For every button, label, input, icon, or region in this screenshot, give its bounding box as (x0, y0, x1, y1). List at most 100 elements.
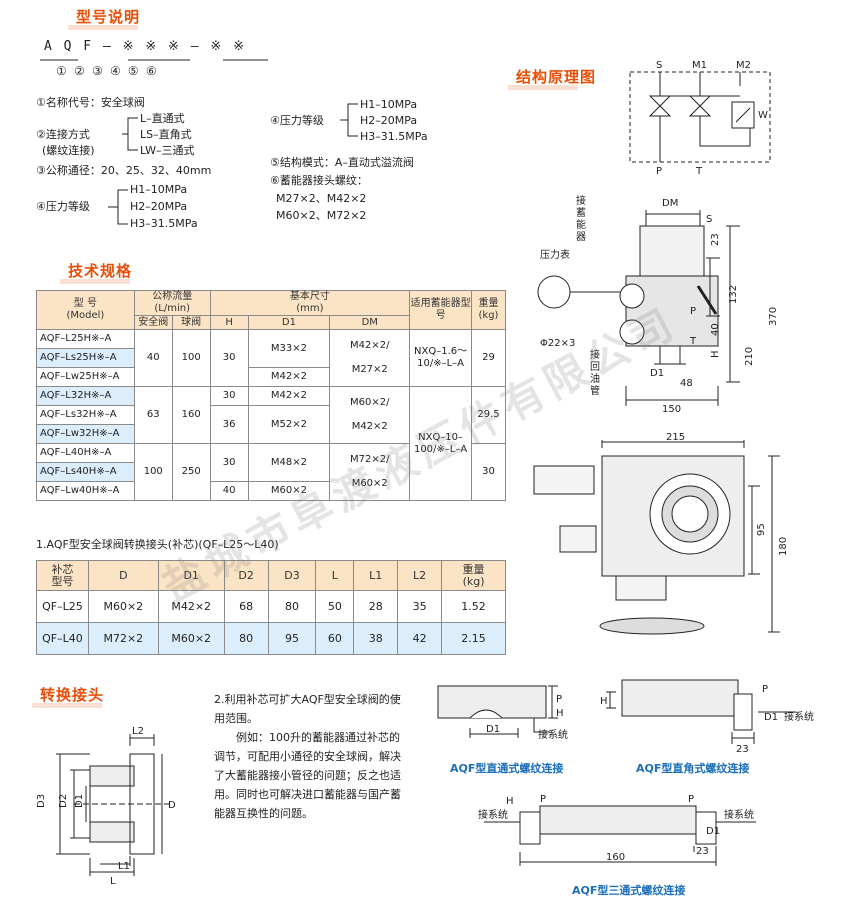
th-adapter-D: D (87, 560, 159, 591)
label-phi22: Φ22×3 (540, 338, 575, 349)
dim-D: D (168, 800, 176, 811)
label-P-straight: P (556, 694, 562, 705)
table-cell: M72×2/M60×2 (329, 443, 411, 501)
dim-180: 180 (778, 537, 789, 556)
table-cell: 160 (171, 386, 211, 444)
label-D1-straight: D1 (486, 724, 500, 735)
th-DM: DM (329, 315, 411, 330)
dim-D3: D3 (36, 794, 47, 808)
dim-23-tee: 23 (696, 846, 709, 857)
th-adapter-L1: L1 (353, 560, 399, 591)
legend-r4a: H1–10MPa (360, 98, 418, 111)
label-to-system-straight: 接系统 (538, 728, 568, 741)
legend-r4b: H2–20MPa (360, 114, 418, 127)
dim-L1: L1 (118, 861, 130, 872)
bracket-r4 (340, 103, 358, 137)
label-D1-angle: D1 (764, 712, 778, 723)
table-cell: AQF–Lw25H※–A (36, 367, 135, 387)
th-acc: 适用蓄能器型号 (409, 290, 472, 330)
dim-L: L (110, 876, 116, 886)
dim-210: 210 (744, 347, 755, 366)
legend-4b: H2–20MPa (130, 200, 188, 213)
table-row: QF–L25 M60×2 M42×2 68 80 50 28 35 1.52 (36, 590, 506, 623)
label-P2: P (690, 306, 696, 317)
table-cell: M60×2/M42×2 (329, 386, 411, 444)
adapter-title: 转换接头 (31, 686, 105, 708)
legend-2-sub: (螺纹连接) (42, 144, 95, 157)
table-cell: 60 (315, 622, 355, 655)
table-cell: 29 (471, 329, 506, 387)
dim-150: 150 (662, 404, 681, 415)
caption-tee: AQF型三通式螺纹连接 (572, 884, 686, 897)
straight-connection-drawing: P H D1 接系统 (437, 685, 568, 741)
legend-r5: ⑤结构模式：A–直动式溢流阀 (270, 156, 414, 169)
table-cell: 95 (267, 622, 317, 655)
table-cell: NXQ–1.6～10/※–L–A (409, 329, 472, 387)
th-adapter-D3: D3 (267, 560, 317, 591)
table-cell: 30 (209, 329, 249, 387)
dim-160: 160 (606, 852, 625, 863)
label-P-tee-right: P (688, 794, 694, 805)
table-cell: NXQ–10–100/※–L–A (409, 386, 472, 501)
table-cell: M42×2 (247, 386, 331, 406)
table-cell: 40 (133, 329, 173, 387)
table-cell: 29.5 (471, 386, 506, 444)
table-cell: AQF–L32H※–A (36, 386, 135, 406)
label-P-angle: P (762, 684, 768, 695)
label-P: P (656, 166, 662, 176)
th-dims: 基本尺寸(mm) (209, 290, 411, 316)
table-cell: 40 (209, 481, 249, 501)
adapter-drawing: L2 L1 L D D3 D2 D1 (36, 726, 176, 886)
label-S: S (656, 60, 662, 71)
legend-r4-label: ④压力等级 (270, 114, 324, 127)
table-cell: M60×2 (157, 622, 225, 655)
th-adapter-L2: L2 (397, 560, 443, 591)
bracket-2 (122, 117, 138, 151)
structure-title: 结构原理图 (507, 68, 597, 90)
dim-D2: D2 (58, 794, 69, 808)
th-flow: 公称流量(L/min) (133, 290, 211, 316)
table-cell: M48×2 (247, 443, 331, 482)
table-row: QF–L40 M72×2 M60×2 80 95 60 38 42 2.15 (36, 622, 506, 655)
spec-table: 型 号(Model) 公称流量(L/min) 基本尺寸(mm) 适用蓄能器型号 … (36, 290, 506, 501)
table-cell: AQF–Lw32H※–A (36, 424, 135, 444)
table-cell: M42×2/M27×2 (329, 329, 411, 387)
table-cell: 1.52 (441, 590, 506, 623)
dim-370: 370 (768, 307, 779, 326)
model-desc-title: 型号说明 (67, 8, 141, 30)
dim-95: 95 (756, 523, 767, 536)
label-H-angle: H (600, 696, 608, 707)
label-H-tee: H (506, 796, 514, 807)
table-cell: 30 (209, 443, 249, 482)
table-cell: 36 (209, 405, 249, 444)
table-cell: M42×2 (157, 590, 225, 623)
table-cell: AQF–Ls40H※–A (36, 462, 135, 482)
legend-r6: ⑥蓄能器接头螺纹： (270, 174, 368, 187)
model-code: A Q F – ※ ※ ※ – ※ ※ (44, 39, 247, 54)
adapter-para-1: 2.利用补芯可扩大AQF型安全球阀的使用范围。 (214, 693, 401, 725)
table-cell: AQF–Ls25H※–A (36, 348, 135, 368)
table-cell: M72×2 (87, 622, 159, 655)
bracket-4 (108, 189, 128, 225)
legend-2b: LS–直角式 (140, 128, 192, 141)
table-cell: 35 (397, 590, 443, 623)
dim-23-angle: 23 (736, 744, 749, 755)
label-D1-side: D1 (650, 368, 664, 379)
label-H-straight: H (556, 708, 564, 719)
th-flow-b: 球阀 (171, 315, 211, 330)
table-cell: 30 (471, 443, 506, 501)
table-cell: QF–L40 (36, 622, 89, 655)
dim-132: 132 (728, 285, 739, 304)
label-M2: M2 (736, 60, 751, 71)
th-D1: D1 (247, 315, 331, 330)
hydraulic-schematic: S M1 M2 P T W (629, 60, 771, 176)
legend-1: ①名称代号：安全球阀 (36, 96, 145, 109)
dim-DM: DM (662, 198, 678, 209)
label-P-tee-left: P (540, 794, 546, 805)
dim-215: 215 (666, 432, 685, 443)
dim-D1: D1 (74, 794, 85, 808)
th-flow-a: 安全阀 (133, 315, 173, 330)
th-model: 型 号(Model) (36, 290, 135, 330)
label-S2: S (706, 214, 712, 225)
table-cell: 100 (133, 443, 173, 501)
